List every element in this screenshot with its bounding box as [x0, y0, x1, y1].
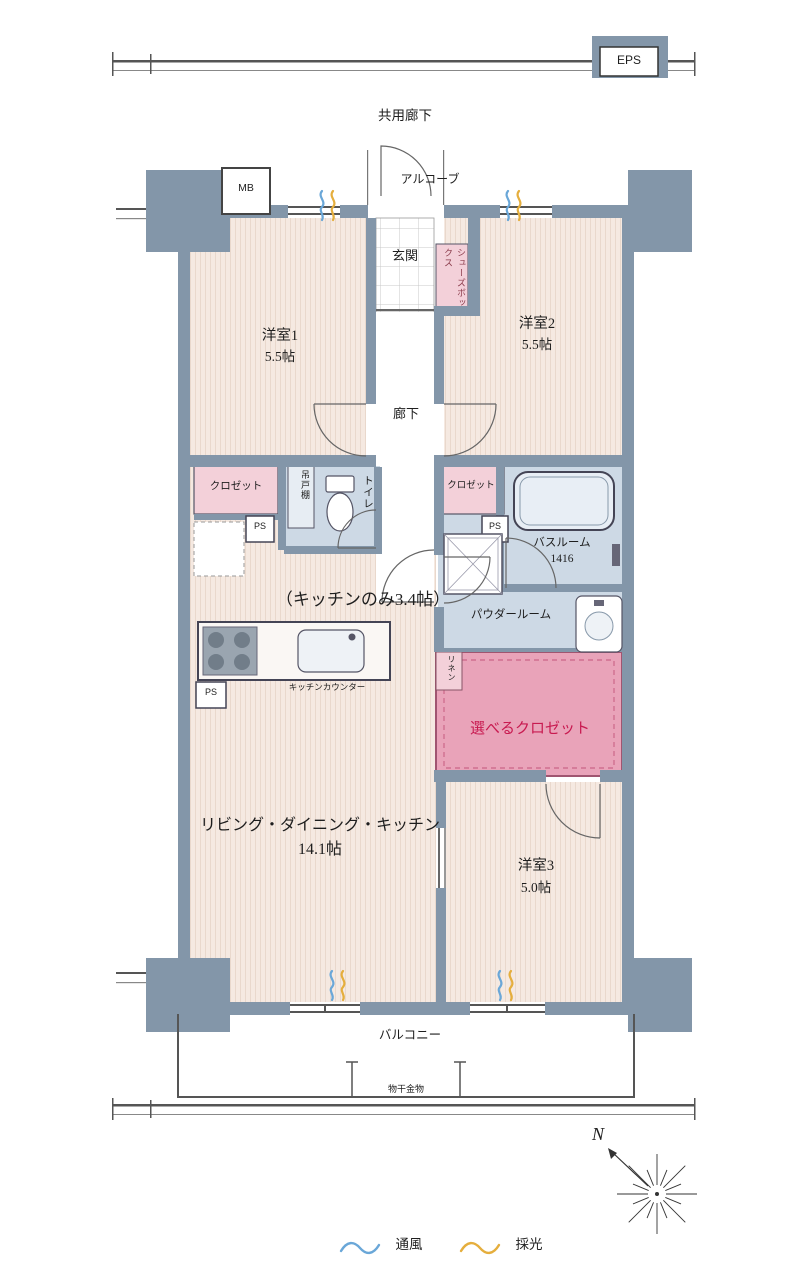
powder-room-label: パウダールーム	[470, 609, 552, 621]
common-corridor-label: 共用廊下	[378, 108, 432, 123]
kitchen-sink	[297, 629, 365, 673]
legend-vent-icon	[339, 1241, 381, 1255]
ldk-size-label: 14.1帖	[297, 841, 342, 858]
toilet-door	[337, 509, 377, 549]
site-boundary-lines	[112, 52, 696, 1120]
selectable-closet-label: 選べるクロゼット	[469, 721, 590, 737]
room1-size-label: 5.5帖	[264, 349, 296, 364]
north-arrow-icon	[608, 1148, 617, 1159]
bathroom-name-label: バスルーム	[533, 537, 591, 549]
eps-label: EPS	[616, 53, 641, 67]
hanging-cupboard-label: 吊戸棚	[300, 470, 310, 500]
room2-size-label: 5.5帖	[521, 337, 553, 352]
room2-door	[443, 403, 497, 457]
toilet-label: トイレ	[362, 475, 373, 510]
vent-icon	[329, 969, 335, 1002]
legend-daylight-icon	[459, 1241, 501, 1255]
daylight-icon	[330, 189, 336, 222]
refrigerator-space	[193, 521, 245, 577]
shoe-box-label: シューズボックス	[443, 248, 466, 308]
hallway-label: 廊下	[392, 406, 419, 421]
powder-room-door	[443, 556, 491, 604]
ldk-name-label: リビング・ダイニング・キッチン	[200, 817, 441, 834]
window-symbols-layer	[319, 189, 522, 1002]
shower-fitting	[612, 544, 620, 566]
kitchen-note-label: （キッチンのみ3.4帖）	[275, 590, 451, 609]
vanity-sink	[575, 595, 623, 653]
legend-symbols	[339, 1241, 501, 1255]
pipe-space-kitchen	[195, 681, 227, 709]
room1-door	[313, 403, 367, 457]
compass	[608, 1148, 697, 1234]
windows-layer	[288, 150, 552, 1013]
entrance-label: 玄関	[391, 248, 418, 263]
room1-name-label: 洋室1	[261, 328, 299, 344]
vent-icon	[497, 969, 503, 1002]
mb-label: MB	[238, 182, 254, 194]
meter-box	[221, 167, 271, 215]
ps-right-label: PS	[488, 521, 501, 531]
walls-layer	[146, 170, 692, 1032]
vent-icon	[505, 189, 511, 222]
ps-kitchen-label: PS	[204, 687, 217, 697]
closet-left-label: クロゼット	[209, 481, 263, 492]
eps-shaft	[592, 36, 668, 78]
balcony-label: バルコニー	[378, 1028, 442, 1042]
north-label: N	[591, 1124, 604, 1144]
room3-name-label: 洋室3	[517, 858, 555, 874]
kitchen-counter-label: キッチンカウンター	[288, 682, 366, 692]
legend-vent-label: 通風	[395, 1237, 423, 1252]
washing-machine	[443, 533, 503, 595]
daylight-icon	[508, 969, 514, 1002]
room3-size-label: 5.0帖	[520, 880, 552, 895]
room2-name-label: 洋室2	[518, 316, 556, 332]
bathroom-size-label: 1416	[550, 553, 574, 565]
fixtures-layer	[193, 167, 623, 709]
compass-starburst	[617, 1154, 697, 1234]
laundry-fitting-label: 物干金物	[387, 1084, 424, 1094]
vent-icon	[319, 189, 325, 222]
closet-right-label: クロゼット	[447, 481, 495, 491]
entrance-door	[380, 145, 432, 197]
linen-label: リネン	[447, 655, 456, 682]
daylight-icon	[516, 189, 522, 222]
bathtub	[513, 471, 620, 566]
balcony-layer	[177, 1014, 635, 1098]
alcove-label: アルコーブ	[400, 172, 460, 186]
doors-layer	[313, 145, 601, 839]
bathroom-door	[505, 537, 557, 589]
laundry-brackets	[346, 1061, 466, 1096]
pipe-space-left	[245, 515, 275, 543]
legend-daylight-label: 採光	[515, 1237, 543, 1252]
daylight-icon	[340, 969, 346, 1002]
hall-ldk-door	[381, 549, 435, 603]
toilet-fixture	[325, 475, 355, 532]
kitchen-counter	[197, 621, 391, 681]
ps-left-label: PS	[253, 521, 266, 531]
room3-door	[545, 783, 601, 839]
